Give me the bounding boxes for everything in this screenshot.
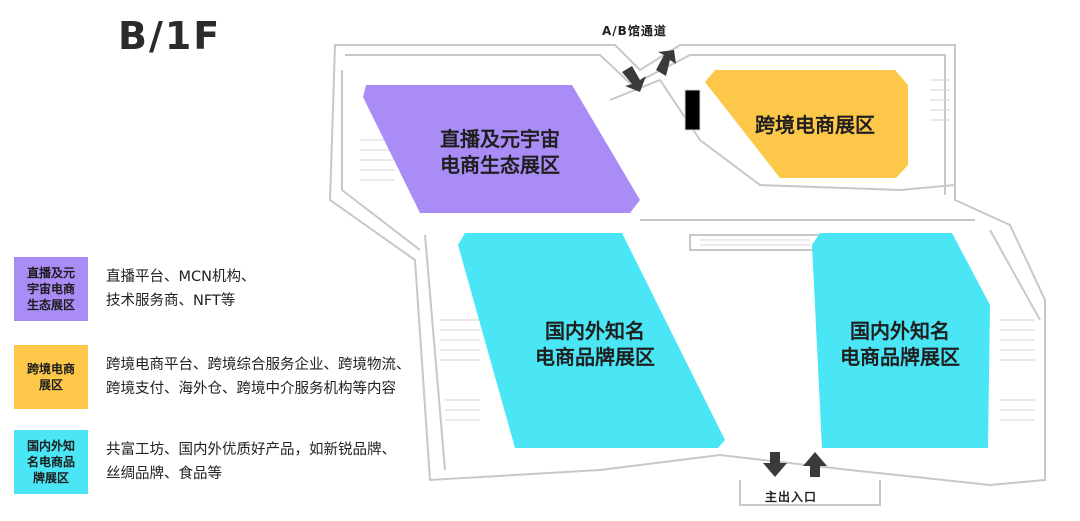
zone-brand-right-label: 国内外知名 电商品牌展区 (840, 319, 960, 369)
zone-brand-left[interactable] (458, 233, 725, 448)
legend-swatch: 跨境电商 展区 (14, 345, 88, 409)
passage-arrows (622, 50, 676, 92)
legend-item-brand: 国内外知 名电商品 牌展区 共富工坊、国内外优质好产品，如新锐品牌、 丝绸品牌、… (14, 430, 434, 494)
zone-live-label: 直播及元宇宙 电商生态展区 (440, 127, 560, 177)
entrance-arrows (763, 452, 827, 477)
legend-swatch-label: 国内外知 名电商品 牌展区 (26, 439, 75, 485)
legend-swatch-label: 直播及元 宇宙电商 生态展区 (26, 266, 75, 312)
arrow-up-icon (803, 452, 827, 477)
passage-label: A/B馆通道 (602, 24, 667, 38)
legend-description: 跨境电商平台、跨境综合服务企业、跨境物流、 跨境支付、海外仓、跨境中介服务机构等… (106, 357, 411, 397)
legend-swatch-label: 跨境电商 展区 (26, 362, 75, 392)
zone-cross-border[interactable] (705, 70, 908, 178)
legend-item-live: 直播及元 宇宙电商 生态展区 直播平台、MCN机构、 技术服务商、NFT等 (14, 257, 434, 321)
main-entrance-label: 主出入口 (765, 490, 818, 504)
legend-description: 直播平台、MCN机构、 技术服务商、NFT等 (106, 269, 256, 309)
arrow-down-icon (622, 66, 646, 92)
zone-brand-left-label: 国内外知名 电商品牌展区 (535, 319, 655, 369)
floor-title: B/1F (118, 14, 222, 58)
legend-item-cross: 跨境电商 展区 跨境电商平台、跨境综合服务企业、跨境物流、 跨境支付、海外仓、跨… (14, 345, 434, 409)
arrow-down-icon (763, 452, 787, 477)
legend-swatch: 国内外知 名电商品 牌展区 (14, 430, 88, 494)
legend-swatch: 直播及元 宇宙电商 生态展区 (14, 257, 88, 321)
arrow-up-icon (656, 50, 676, 76)
zone-cross-label: 跨境电商展区 (755, 113, 875, 137)
plan-details (360, 79, 1035, 421)
zone-brand-right[interactable] (812, 233, 990, 448)
zone-live-metaverse[interactable] (363, 85, 640, 213)
legend-description: 共富工坊、国内外优质好产品，如新锐品牌、 丝绸品牌、食品等 (106, 442, 396, 482)
